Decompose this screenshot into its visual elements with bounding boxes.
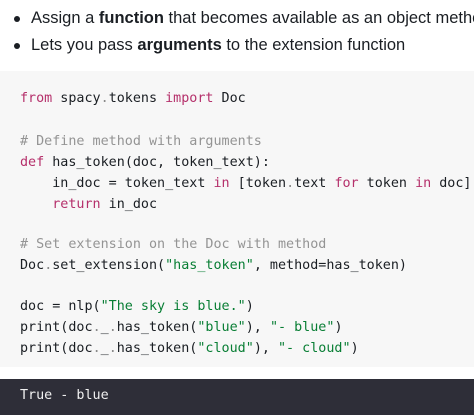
code-token: ) xyxy=(334,320,343,335)
bullet-text-bold: function xyxy=(98,9,164,27)
indent xyxy=(20,176,52,191)
code-token: print(doc xyxy=(20,341,93,356)
operator-token: . xyxy=(108,320,117,335)
bullet-dot xyxy=(14,16,20,22)
code-comment: # Define method with arguments xyxy=(20,134,262,149)
bullet-list: Assign a function that becomes available… xyxy=(12,5,474,59)
string-token: "cloud" xyxy=(197,341,254,356)
code-token: spacy xyxy=(52,91,101,106)
keyword-token: for xyxy=(334,176,359,191)
code-token: token xyxy=(358,176,416,191)
code-line-return: return in_doc xyxy=(20,194,157,216)
code-token: in_doc xyxy=(100,197,158,212)
code-token: _ xyxy=(100,341,109,356)
string-token: "- cloud" xyxy=(278,341,351,356)
operator-token: . xyxy=(286,176,295,191)
keyword-token: in xyxy=(213,176,230,191)
code-token: text xyxy=(294,176,335,191)
code-token: set_extension( xyxy=(52,258,166,273)
code-token: has_token( xyxy=(116,320,198,335)
string-token: "The sky is blue." xyxy=(100,299,246,314)
operator-token: . xyxy=(100,91,109,106)
string-token: "- blue" xyxy=(269,320,335,335)
operator-token: . xyxy=(92,341,101,356)
code-token: in_doc = token_text xyxy=(52,176,214,191)
code-token: doc] xyxy=(431,176,472,191)
code-token: Doc xyxy=(213,91,246,106)
code-line-doc: doc = nlp("The sky is blue.") xyxy=(20,296,254,318)
code-comment: # Set extension on the Doc with method xyxy=(20,237,327,252)
code-line-assign: in_doc = token_text in [token.text for t… xyxy=(20,173,472,195)
keyword-token: from xyxy=(20,91,53,106)
operator-token: . xyxy=(44,258,53,273)
code-token: tokens xyxy=(108,91,166,106)
code-token: Doc xyxy=(20,258,45,273)
code-token: ), xyxy=(245,320,270,335)
keyword-token: return xyxy=(52,197,101,212)
operator-token: . xyxy=(92,320,101,335)
bullet-text-bold: arguments xyxy=(137,36,222,54)
code-line-print-cloud: print(doc._.has_token("cloud"), "- cloud… xyxy=(20,338,359,360)
bullet-text-post: to the extension function xyxy=(221,36,406,54)
bullet-dot xyxy=(14,43,20,49)
string-token: "blue" xyxy=(197,320,246,335)
operator-token: . xyxy=(108,341,117,356)
code-line-set-extension: Doc.set_extension("has_token", method=ha… xyxy=(20,255,407,277)
list-item: Lets you pass arguments to the extension… xyxy=(12,32,474,59)
indent xyxy=(20,197,52,212)
code-block[interactable]: from spacy.tokens import Doc # Define me… xyxy=(0,71,474,367)
code-token: has_token( xyxy=(116,341,198,356)
code-token: _ xyxy=(100,320,109,335)
code-token: print(doc xyxy=(20,320,93,335)
keyword-token: in xyxy=(415,176,432,191)
keyword-token: def xyxy=(20,155,45,170)
code-line-print-blue: print(doc._.has_token("blue"), "- blue") xyxy=(20,317,343,339)
keyword-token: import xyxy=(165,91,214,106)
code-token: ) xyxy=(245,299,254,314)
code-line-def: def has_token(doc, token_text): xyxy=(20,152,270,174)
code-token: [token xyxy=(229,176,287,191)
list-item: Assign a function that becomes available… xyxy=(12,5,474,32)
code-token: has_token xyxy=(44,155,125,170)
bullet-text-pre: Assign a xyxy=(31,9,99,27)
output-block[interactable]: True - blue xyxy=(0,379,474,415)
string-token: "has_token" xyxy=(165,258,254,273)
code-token: , method=has_token) xyxy=(253,258,407,273)
output-line: True - blue xyxy=(20,388,109,403)
code-token: (doc, token_text): xyxy=(124,155,270,170)
code-token: doc = nlp( xyxy=(20,299,101,314)
bullet-text-pre: Lets you pass xyxy=(31,36,138,54)
code-token: ), xyxy=(253,341,278,356)
code-line-import: from spacy.tokens import Doc xyxy=(20,88,246,110)
bullet-text-post: that becomes available as an object meth… xyxy=(163,9,474,27)
code-token: ) xyxy=(350,341,359,356)
